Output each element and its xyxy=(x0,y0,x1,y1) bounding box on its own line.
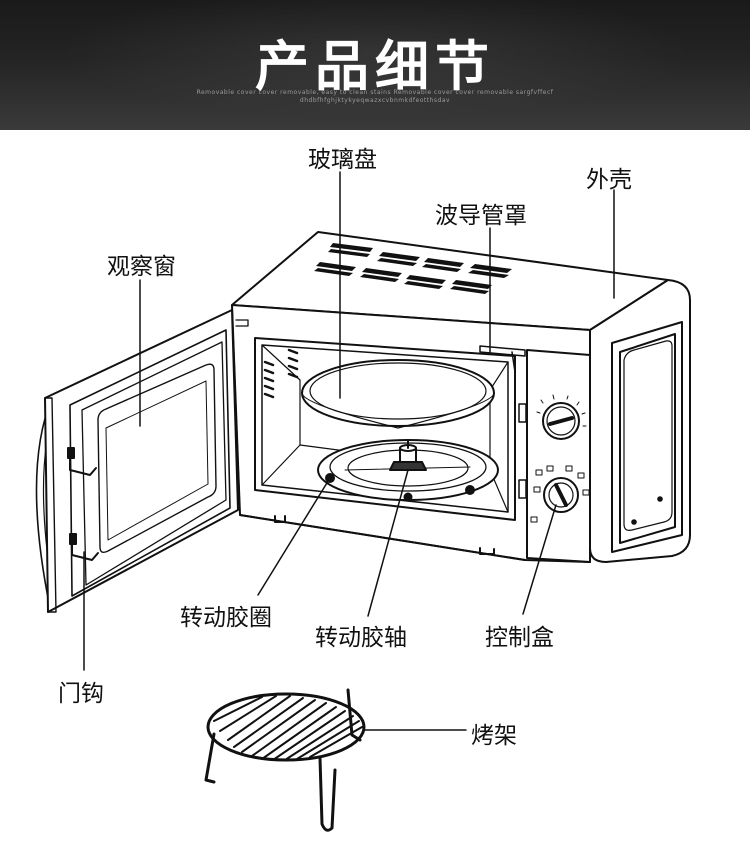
leader-turntable-shaft xyxy=(367,469,409,617)
banner-subtitle-line1: Removable cover cover removable, easy to… xyxy=(196,89,554,96)
label-outer-shell: 外壳 xyxy=(586,167,632,193)
label-glass-tray: 玻璃盘 xyxy=(308,147,377,173)
banner-subtitle-line2: dhdbfhfghjktykyeqwazxcvbnmkdfeotthsdav xyxy=(299,97,451,104)
side-panel xyxy=(611,321,683,553)
label-turntable-ring: 转动胶圈 xyxy=(180,605,272,631)
label-waveguide-cover: 波导管罩 xyxy=(435,203,527,229)
label-baking-rack: 烤架 xyxy=(471,723,517,749)
turntable-shaft xyxy=(389,439,427,471)
glass-tray xyxy=(301,359,495,429)
top-vents xyxy=(314,243,512,294)
control-panel xyxy=(518,349,591,563)
microwave-door xyxy=(35,309,239,613)
label-viewing-window: 观察窗 xyxy=(107,254,176,280)
leader-turntable-ring xyxy=(257,477,331,596)
leader-control-box xyxy=(522,504,557,615)
banner-title: 产品细节 xyxy=(255,35,495,98)
banner-glow xyxy=(0,0,750,130)
header-banner: 产品细节 Removable cover cover removable, ea… xyxy=(0,0,750,130)
baking-rack xyxy=(204,688,366,832)
label-control-box: 控制盒 xyxy=(485,625,554,651)
label-turntable-shaft: 转动胶轴 xyxy=(315,625,407,651)
leader-lines xyxy=(83,171,615,731)
label-door-hook: 门钩 xyxy=(58,681,104,707)
